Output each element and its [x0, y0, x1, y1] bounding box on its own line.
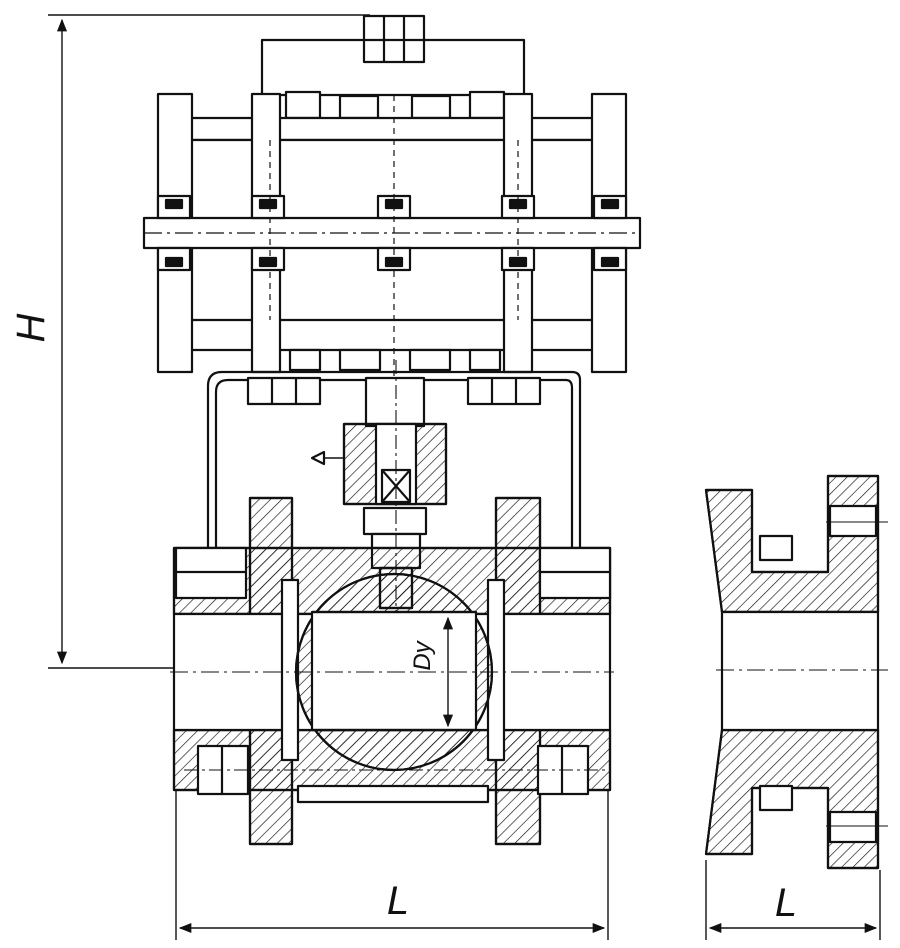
- valve-body-section: [170, 496, 614, 846]
- label-h: H: [9, 313, 53, 342]
- label-dy: Dy: [409, 639, 436, 670]
- dimension-h: [48, 14, 370, 669]
- label-l-side: L: [775, 881, 797, 925]
- side-section-view: [704, 474, 888, 870]
- pneumatic-actuator: [142, 14, 642, 380]
- label-l-main: L: [387, 879, 409, 923]
- dimension-l-main: [175, 790, 609, 940]
- dimension-l-side: [705, 860, 881, 940]
